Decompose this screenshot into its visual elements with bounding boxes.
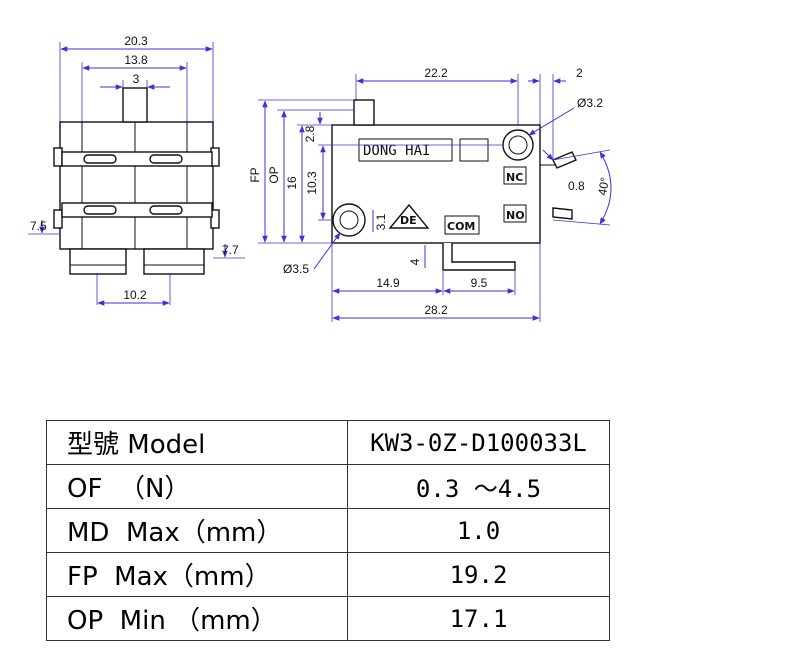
dim-top-small-label: 3 <box>133 72 140 86</box>
table-row: FP Max（mm） 19.2 <box>46 552 610 597</box>
dim-top-right-label: 2 <box>576 66 583 80</box>
spec-key: MD Max（mm） <box>46 508 348 553</box>
dim-op-label: OP <box>267 166 281 183</box>
dim-b14-9-label: 14.9 <box>376 276 400 290</box>
dim-top-len-label: 22.2 <box>424 66 448 80</box>
dim-pin-label: 4 <box>408 258 422 265</box>
dim-fp-label: FP <box>248 167 262 182</box>
mount-hole-top <box>502 129 534 161</box>
terminal-slot <box>83 154 117 164</box>
terminal-com <box>442 243 516 271</box>
front-actuator <box>122 87 148 123</box>
spec-key: 型號 Model <box>46 420 348 465</box>
dim-left-label: 7.5 <box>30 219 47 233</box>
table-row: OF （N） 0.3 ～4.5 <box>46 464 610 509</box>
dim-hole-top-label: Ø3.2 <box>577 96 603 110</box>
dim-top-mid-label: 13.8 <box>124 53 148 67</box>
dim-right-label: 7.7 <box>222 243 239 257</box>
front-pin <box>143 248 205 275</box>
table-row: 型號 Model KW3-0Z-D100033L <box>46 420 610 465</box>
spec-key: FP Max（mm） <box>46 552 348 597</box>
side-view: DONG HAI NC NO COM DE FP <box>248 66 612 322</box>
plunger <box>353 99 375 126</box>
spec-value: 17.1 <box>347 596 610 641</box>
spec-key: OF （N） <box>46 464 348 509</box>
terminal-no-label: NO <box>506 209 525 222</box>
spec-value: 1.0 <box>347 508 610 553</box>
dim-angle-label: 40° <box>595 176 612 197</box>
terminal-nc-label: NC <box>506 171 523 184</box>
spec-key: OP Min （mm） <box>46 596 348 641</box>
terminal-no <box>552 207 573 220</box>
spec-value: 19.2 <box>347 552 610 597</box>
dim-hole-bottom-label: Ø3.5 <box>283 262 309 276</box>
certification-mark-text: DE <box>400 214 417 227</box>
dim-10-3-label: 10.3 <box>305 171 319 195</box>
terminal-nc <box>552 151 577 169</box>
dim-3-1-label: 3.1 <box>374 213 388 230</box>
dim-b9-5-label: 9.5 <box>471 276 488 290</box>
spec-table: 型號 Model KW3-0Z-D100033L OF （N） 0.3 ～4.5… <box>46 420 610 641</box>
terminal-slot <box>149 205 183 215</box>
dim-16-label: 16 <box>285 176 299 190</box>
terminal-com-label: COM <box>447 220 475 233</box>
dim-lever-label: 0.8 <box>568 179 585 193</box>
terminal-slot <box>149 154 183 164</box>
dim-2-8-label: 2.8 <box>303 125 317 142</box>
brand-label: DONG HAI <box>363 143 430 159</box>
terminal-slot <box>83 205 117 215</box>
dim-angle-arc <box>599 151 612 225</box>
certification-mark <box>388 203 430 229</box>
mount-hole-bottom <box>332 203 366 237</box>
table-row: MD Max（mm） 1.0 <box>46 508 610 553</box>
spec-value: 0.3 ～4.5 <box>347 464 610 509</box>
dim-b28-2-label: 28.2 <box>424 303 448 317</box>
dim-bottom-label: 10.2 <box>123 288 147 302</box>
front-pin <box>69 248 127 275</box>
spec-value: KW3-0Z-D100033L <box>347 420 610 465</box>
front-view: 20.3 13.8 3 7.5 7.7 10.2 <box>28 34 245 306</box>
technical-drawing: 20.3 13.8 3 7.5 7.7 10.2 DONG HAI <box>28 34 612 322</box>
brand-label-box <box>358 138 453 162</box>
dim-top-outer-label: 20.3 <box>124 34 148 48</box>
table-row: OP Min （mm） 17.1 <box>46 596 610 641</box>
front-body <box>59 121 214 250</box>
